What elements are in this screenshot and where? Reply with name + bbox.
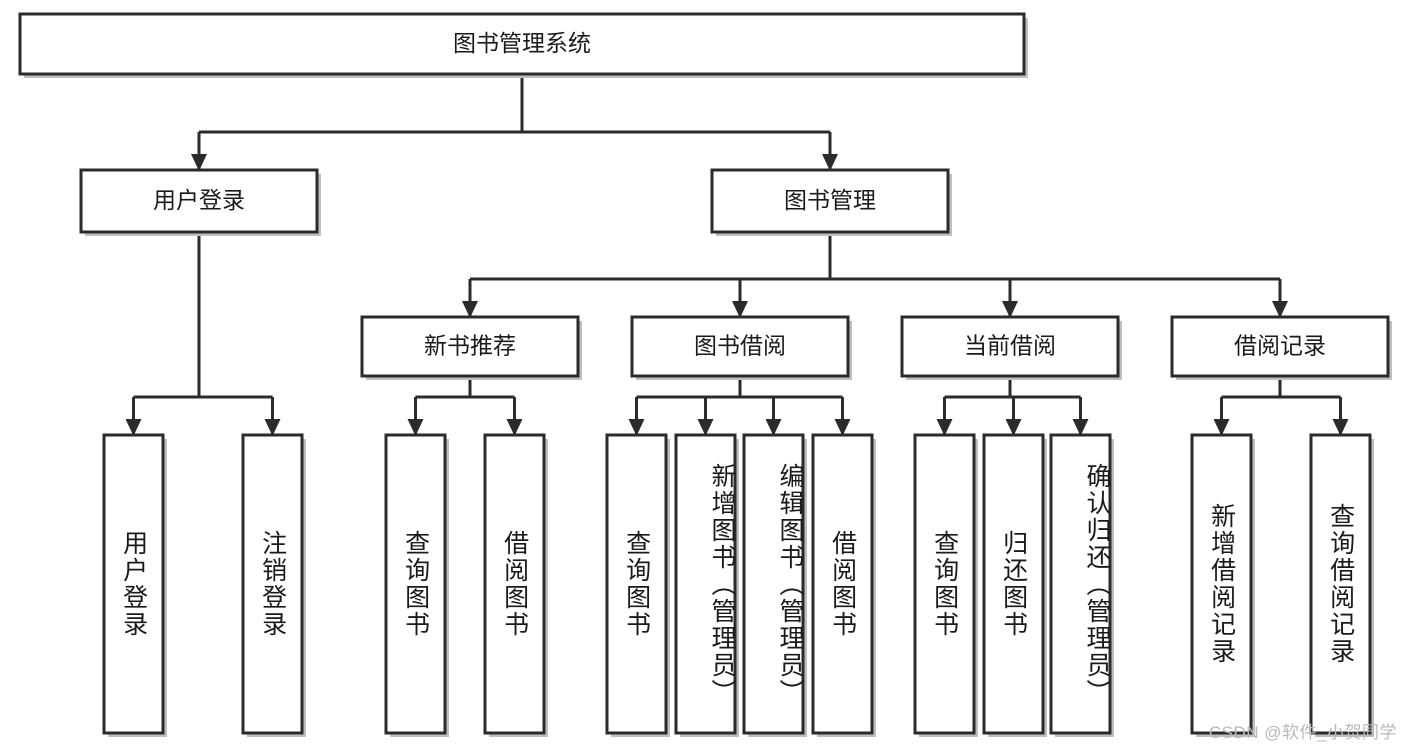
node-leaf-query-book-rec[interactable] [384,433,449,737]
edge-group-book-manage [462,232,1288,318]
node-leaf-user-login[interactable] [102,433,167,737]
arrow-head-icon [1002,301,1018,318]
node-label-book-borrow: 图书借阅 [694,333,786,359]
node-label-borrow-record: 借阅记录 [1234,333,1326,359]
node-leaf-return-book[interactable] [982,433,1047,737]
node-layer [18,12,1392,737]
node-leaf-confirm-return[interactable] [1049,433,1114,737]
node-leaf-query-book-borrow[interactable] [605,433,670,737]
arrow-head-icon [697,419,714,436]
arrow-head-icon [822,154,838,171]
node-leaf-query-record[interactable] [1309,433,1374,737]
arrow-head-icon [1213,419,1230,436]
arrow-head-icon [1272,301,1288,318]
node-leaf-query-book-cur[interactable] [913,433,978,737]
edge-group-root [191,74,838,171]
node-borrow-record[interactable] [1170,315,1392,380]
node-label-root: 图书管理系统 [453,30,591,56]
node-leaf-add-record[interactable] [1190,433,1255,737]
edge-group-book-borrow [628,376,851,436]
edge-group-borrow-record [1213,376,1349,436]
arrow-head-icon [1332,419,1349,436]
edge-group-current-borrow [936,376,1089,436]
node-label-new-book-recommend: 新书推荐 [424,333,516,359]
node-leaf-edit-book[interactable] [742,433,807,737]
arrow-head-icon [936,419,953,436]
arrow-head-icon [732,301,748,318]
node-book-manage[interactable] [710,168,952,236]
edge-layer [125,74,1349,436]
node-label-book-manage: 图书管理 [784,187,876,213]
watermark: CSDN @软件_小贺同学 [1208,723,1397,742]
arrow-head-icon [191,154,207,171]
node-root[interactable] [18,12,1028,78]
arrow-head-icon [1072,419,1089,436]
arrow-head-icon [1005,419,1022,436]
arrow-head-icon [407,419,424,436]
arrow-head-icon [264,419,281,436]
node-label-user-login: 用户登录 [153,187,245,213]
edge-group-new-book-recommend [407,376,523,436]
node-leaf-borrow-book[interactable] [811,433,876,737]
node-label-current-borrow: 当前借阅 [964,333,1056,359]
node-new-book-recommend[interactable] [360,315,582,380]
arrow-head-icon [765,419,782,436]
node-leaf-borrow-book-rec[interactable] [483,433,548,737]
arrow-head-icon [462,301,478,318]
node-user-login[interactable] [79,168,321,236]
node-current-borrow[interactable] [900,315,1122,380]
node-book-borrow[interactable] [630,315,852,380]
edge-group-user-login [125,232,281,436]
arrow-head-icon [506,419,523,436]
arrow-head-icon [628,419,645,436]
arrow-head-icon [125,419,142,436]
node-leaf-add-book[interactable] [674,433,739,737]
node-leaf-logout[interactable] [241,433,306,737]
arrow-head-icon [834,419,851,436]
